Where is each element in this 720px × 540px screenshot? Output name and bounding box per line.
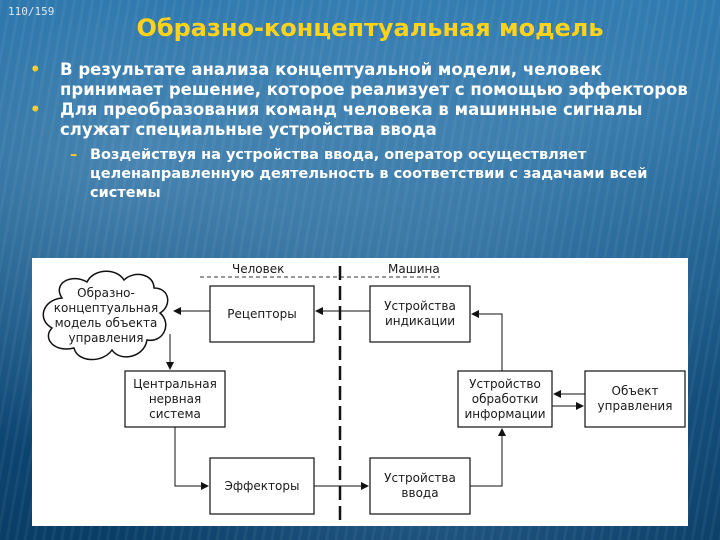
bullet-marker-icon: • bbox=[30, 60, 41, 79]
cloud-shape bbox=[42, 270, 169, 361]
indication-label: Устройства индикации bbox=[384, 299, 456, 328]
receptors-label: Рецепторы bbox=[227, 306, 297, 321]
arrow-cns-to-effectors bbox=[174, 427, 209, 490]
object-label: Объект управления bbox=[597, 384, 673, 413]
diagram-canvas bbox=[42, 266, 686, 520]
diagram-panel: Человек Машина Образно-концептуальная мо… bbox=[32, 258, 688, 526]
slide-title: Образно-концептуальная модель bbox=[136, 14, 604, 42]
input-box bbox=[369, 457, 471, 515]
bullet-item: • В результате анализа концептуальной мо… bbox=[30, 60, 710, 100]
header-machine: Машина bbox=[388, 262, 440, 276]
arrow-processing-to-indication bbox=[471, 310, 503, 371]
bullet-marker-icon: • bbox=[30, 100, 41, 119]
indication-box bbox=[369, 285, 471, 343]
sub-bullet-text: Воздействуя на устройства ввода, операто… bbox=[90, 147, 648, 201]
cloud-label: Образно-концептуальная модель объекта уп… bbox=[53, 286, 159, 345]
bullet-text: В результате анализа концептуальной моде… bbox=[60, 60, 688, 99]
object-box bbox=[584, 370, 686, 428]
cns-label: Центральная нервная система bbox=[133, 376, 217, 421]
bullet-item: • Для преобразования команд человека в м… bbox=[30, 100, 710, 140]
effectors-label: Эффекторы bbox=[224, 478, 300, 493]
processing-label: Устройство обработки информации bbox=[464, 376, 546, 421]
dash-marker-icon: – bbox=[70, 147, 78, 163]
bullet-list: • В результате анализа концептуальной мо… bbox=[30, 60, 710, 203]
slide-counter: 110/159 bbox=[8, 5, 55, 18]
sub-bullet-item: – Воздействуя на устройства ввода, опера… bbox=[30, 146, 710, 203]
receptors-box bbox=[209, 285, 315, 343]
header-human: Человек bbox=[232, 262, 285, 276]
cns-box bbox=[124, 370, 226, 428]
input-label: Устройства ввода bbox=[384, 471, 456, 500]
processing-box bbox=[457, 370, 553, 428]
arrow-input-to-processing bbox=[470, 428, 506, 487]
bullet-text: Для преобразования команд человека в маш… bbox=[60, 100, 643, 139]
